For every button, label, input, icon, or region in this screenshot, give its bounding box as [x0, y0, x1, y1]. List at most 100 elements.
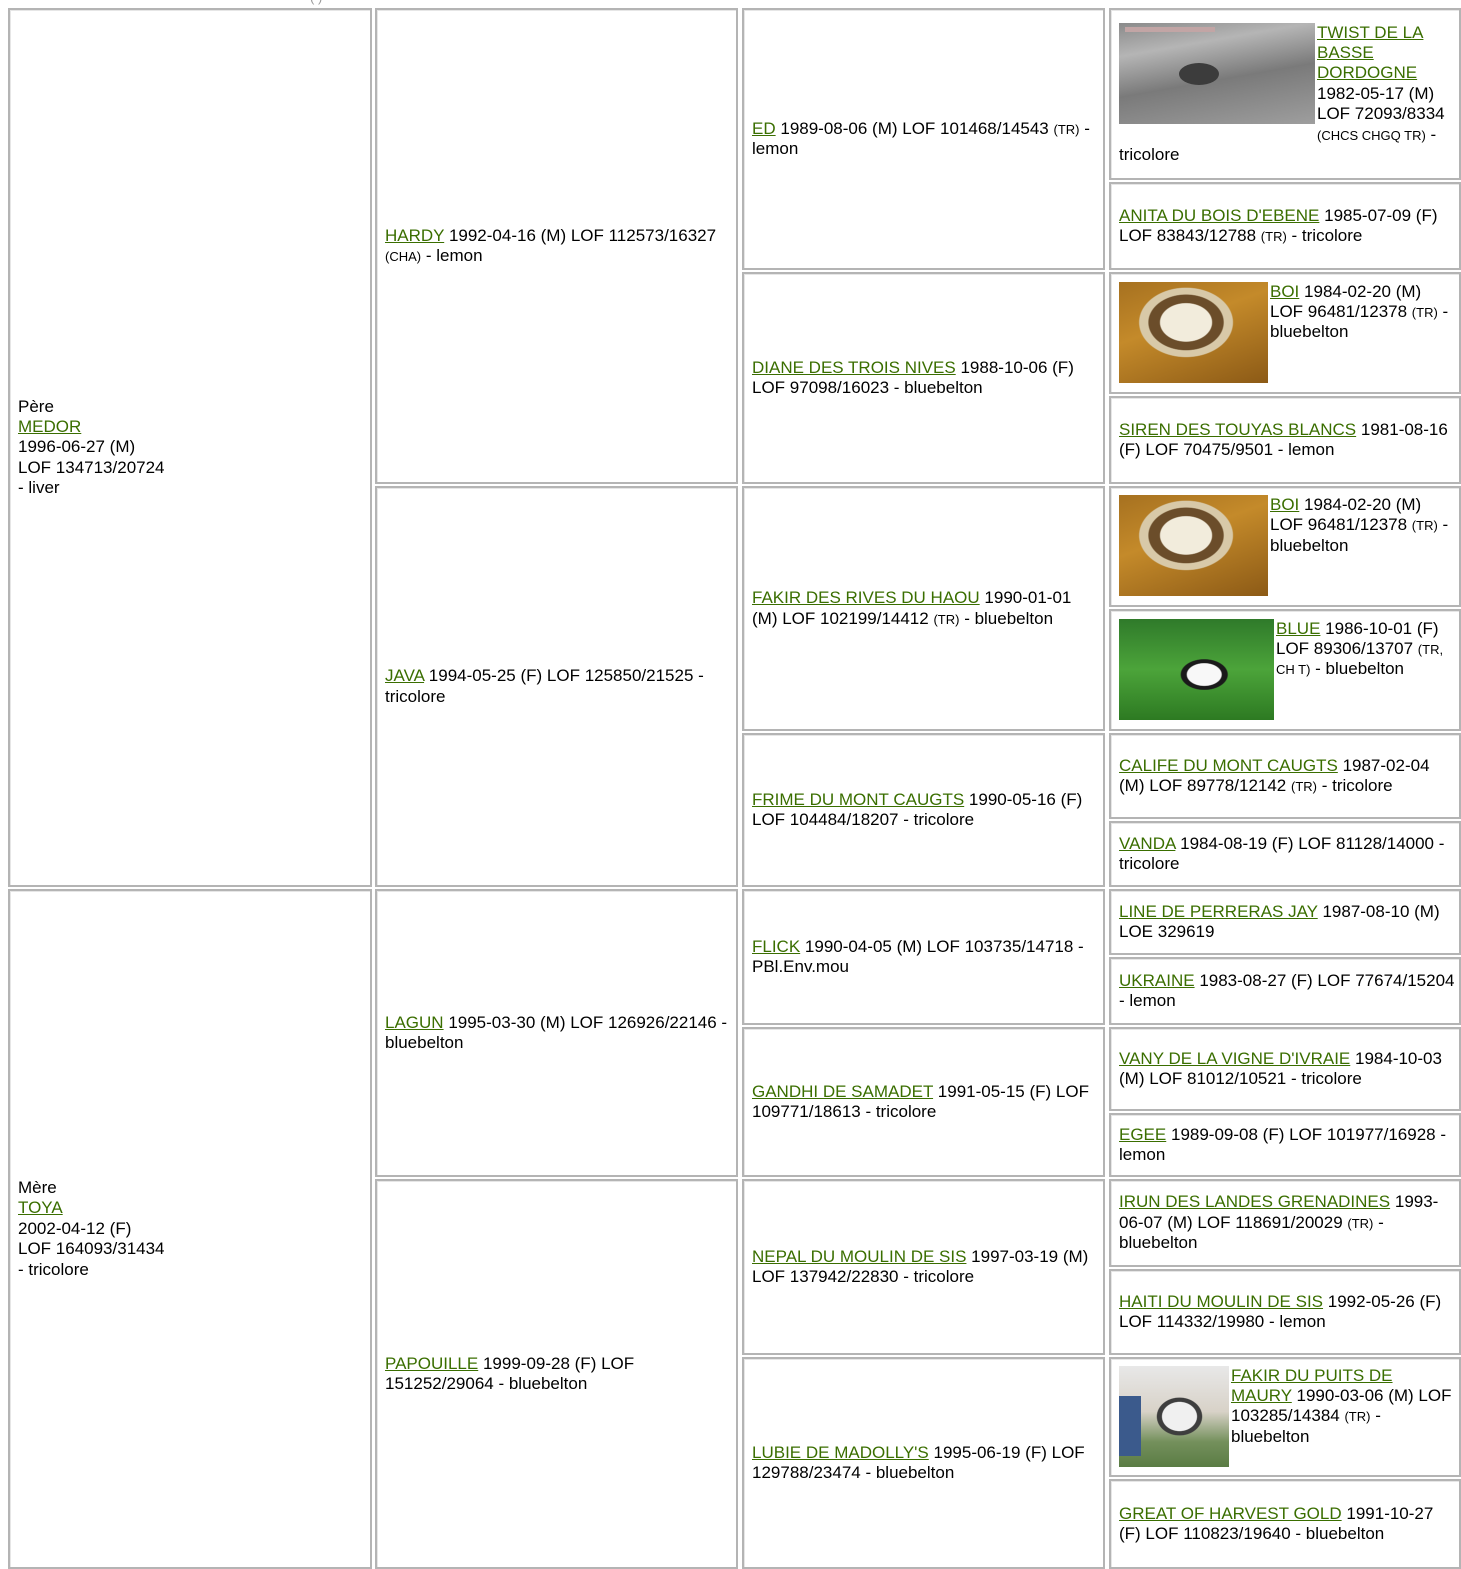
- dog-info: 1981-08-16 (F) LOF 70475/9501 - lemon: [1119, 419, 1448, 459]
- dog-link[interactable]: JAVA: [385, 666, 425, 686]
- dam-link[interactable]: TOYA: [18, 1198, 63, 1218]
- dog-info: 1993-06-07 (M) LOF 118691/20029: [1119, 1192, 1439, 1232]
- gen4-cell: TWIST DE LA BASSE DORDOGNE 1982-05-17 (M…: [1109, 8, 1461, 180]
- dog-photo[interactable]: [1119, 1365, 1229, 1467]
- dog-titles: (TR): [1411, 518, 1438, 534]
- dog-info: 1990-04-05 (M) LOF 103735/14718 - PBl.En…: [752, 936, 1084, 976]
- dog-link[interactable]: PAPOUILLE: [385, 1353, 479, 1373]
- dog-titles: (TR, CH T): [1276, 641, 1444, 678]
- dog-link[interactable]: ANITA DU BOIS D'EBENE: [1119, 205, 1320, 225]
- gen4-cell: UKRAINE 1983-08-27 (F) LOF 77674/15204 -…: [1109, 957, 1461, 1025]
- dog-info: 1997-03-19 (M) LOF 137942/22830 - tricol…: [752, 1246, 1089, 1286]
- dog-titles: (TR): [1411, 304, 1438, 320]
- gen3-cell: LUBIE DE MADOLLY'S 1995-06-19 (F) LOF 12…: [742, 1357, 1105, 1569]
- dog-info: 1989-08-06 (M) LOF 101468/14543: [780, 118, 1049, 138]
- gen4-cell: IRUN DES LANDES GRENADINES 1993-06-07 (M…: [1109, 1179, 1461, 1267]
- sire-cell: Père MEDOR 1996-06-27 (M) LOF 134713/207…: [8, 8, 372, 887]
- dog-info: 1984-02-20 (M) LOF 96481/12378: [1270, 495, 1422, 535]
- sire-link[interactable]: MEDOR: [18, 416, 82, 436]
- dam-date: 2002-04-12 (F): [18, 1218, 132, 1238]
- gen4-cell: ANITA DU BOIS D'EBENE 1985-07-09 (F) LOF…: [1109, 182, 1461, 270]
- gen2-cell: LAGUN 1995-03-30 (M) LOF 126926/22146 - …: [375, 889, 738, 1177]
- dog-info: 1995-06-19 (F) LOF 129788/23474 - bluebe…: [752, 1442, 1085, 1482]
- dog-link[interactable]: TWIST DE LA BASSE DORDOGNE: [1317, 22, 1424, 83]
- dog-link[interactable]: LUBIE DE MADOLLY'S: [752, 1442, 929, 1462]
- dog-color: - bluebelton: [1270, 301, 1449, 342]
- dog-link[interactable]: IRUN DES LANDES GRENADINES: [1119, 1192, 1391, 1212]
- dog-color: - bluebelton: [1270, 515, 1449, 555]
- gen4-cell: SIREN DES TOUYAS BLANCS 1981-08-16 (F) L…: [1109, 396, 1461, 484]
- dog-titles: (TR): [1260, 229, 1287, 244]
- dog-info: 1994-05-25 (F) LOF 125850/21525 - tricol…: [385, 666, 704, 706]
- dog-photo[interactable]: [1119, 495, 1268, 596]
- dog-color: - bluebelton: [1315, 659, 1405, 679]
- dog-info: 1984-08-19 (F) LOF 81128/14000 - tricolo…: [1119, 833, 1445, 873]
- dog-info: 1987-02-04 (M) LOF 89778/12142: [1119, 755, 1430, 795]
- dog-photo[interactable]: [1119, 618, 1274, 720]
- gen4-cell: BLUE 1986-10-01 (F) LOF 89306/13707 (TR,…: [1109, 609, 1461, 731]
- dog-link[interactable]: GREAT OF HARVEST GOLD: [1119, 1503, 1342, 1523]
- dog-color: - bluebelton: [964, 608, 1054, 628]
- dog-titles: (CHCS CHGQ TR): [1317, 127, 1426, 143]
- dog-info: 1983-08-27 (F) LOF 77674/15204 - lemon: [1119, 970, 1455, 1010]
- dog-photo[interactable]: [1119, 22, 1315, 124]
- dog-color: - tricolore: [1321, 776, 1393, 795]
- dog-info: 1984-02-20 (M) LOF 96481/12378: [1270, 281, 1422, 321]
- gen3-cell: FLICK 1990-04-05 (M) LOF 103735/14718 - …: [742, 889, 1105, 1025]
- dog-link[interactable]: CALIFE DU MONT CAUGTS: [1119, 755, 1338, 775]
- dog-link[interactable]: HARDY: [385, 225, 445, 245]
- dog-info: 1982-05-17 (M) LOF 72093/8334: [1317, 83, 1445, 124]
- dog-info: 1991-10-27 (F) LOF 110823/19640 - bluebe…: [1119, 1503, 1434, 1543]
- dog-link[interactable]: NEPAL DU MOULIN DE SIS: [752, 1246, 967, 1266]
- dog-photo[interactable]: [1119, 281, 1268, 383]
- gen4-cell: CALIFE DU MONT CAUGTS 1987-02-04 (M) LOF…: [1109, 733, 1461, 819]
- dam-reg: LOF 164093/31434: [18, 1239, 165, 1259]
- dog-link[interactable]: FAKIR DU PUITS DE MAURY: [1231, 1365, 1393, 1405]
- dog-link[interactable]: VANY DE LA VIGNE D'IVRAIE: [1119, 1048, 1351, 1068]
- dog-link[interactable]: EGEE: [1119, 1124, 1167, 1144]
- dog-info: 1989-09-08 (F) LOF 101977/16928 - lemon: [1119, 1124, 1446, 1164]
- dog-link[interactable]: BOI: [1270, 495, 1300, 514]
- dog-link[interactable]: LAGUN: [385, 1012, 444, 1032]
- gen3-cell: FRIME DU MONT CAUGTS 1990-05-16 (F) LOF …: [742, 733, 1105, 887]
- dog-link[interactable]: HAITI DU MOULIN DE SIS: [1119, 1291, 1324, 1311]
- dog-info: 1984-10-03 (M) LOF 81012/10521 - tricolo…: [1119, 1048, 1442, 1088]
- dog-link[interactable]: ED: [752, 118, 776, 138]
- dog-info: 1995-03-30 (M) LOF 126926/22146 - bluebe…: [385, 1012, 728, 1052]
- dog-link[interactable]: FLICK: [752, 936, 801, 956]
- sire-color: - liver: [18, 478, 60, 498]
- gen4-cell: FAKIR DU PUITS DE MAURY 1990-03-06 (M) L…: [1109, 1357, 1461, 1477]
- gen4-cell: VANDA 1984-08-19 (F) LOF 81128/14000 - t…: [1109, 821, 1461, 887]
- gen2-cell: HARDY 1992-04-16 (M) LOF 112573/16327 (C…: [375, 8, 738, 484]
- dog-link[interactable]: BLUE: [1276, 618, 1321, 638]
- dog-titles: (TR): [933, 611, 960, 627]
- dog-link[interactable]: DIANE DES TROIS NIVES: [752, 357, 956, 377]
- dog-info: 1999-09-28 (F) LOF 151252/29064 - bluebe…: [385, 1353, 635, 1393]
- dam-role: Mère: [18, 1178, 57, 1198]
- dam-color: - tricolore: [18, 1259, 89, 1279]
- gen3-cell: NEPAL DU MOULIN DE SIS 1997-03-19 (M) LO…: [742, 1179, 1105, 1355]
- sire-role: Père: [18, 396, 54, 416]
- dam-cell: Mère TOYA 2002-04-12 (F) LOF 164093/3143…: [8, 889, 372, 1569]
- gen2-cell: JAVA 1994-05-25 (F) LOF 125850/21525 - t…: [375, 486, 738, 887]
- dog-info: 1985-07-09 (F) LOF 83843/12788: [1119, 205, 1438, 245]
- dog-info: 1988-10-06 (F) LOF 97098/16023 - bluebel…: [752, 357, 1074, 397]
- dog-info: 1992-05-26 (F) LOF 114332/19980 - lemon: [1119, 1291, 1442, 1331]
- gen3-cell: ED 1989-08-06 (M) LOF 101468/14543 (TR) …: [742, 8, 1105, 270]
- dog-link[interactable]: LINE DE PERRERAS JAY: [1119, 901, 1318, 921]
- dog-color: - lemon: [752, 118, 1090, 158]
- dog-link[interactable]: FRIME DU MONT CAUGTS: [752, 789, 965, 809]
- dog-link[interactable]: BOI: [1270, 281, 1300, 301]
- sire-date: 1996-06-27 (M): [18, 437, 136, 457]
- dog-info: 1990-05-16 (F) LOF 104484/18207 - tricol…: [752, 789, 1083, 829]
- gen4-cell: VANY DE LA VIGNE D'IVRAIE 1984-10-03 (M)…: [1109, 1027, 1461, 1111]
- dog-link[interactable]: GANDHI DE SAMADET: [752, 1081, 934, 1101]
- dog-link[interactable]: FAKIR DES RIVES DU HAOU: [752, 588, 980, 608]
- dog-color: - bluebelton: [1231, 1406, 1381, 1446]
- dog-link[interactable]: SIREN DES TOUYAS BLANCS: [1119, 419, 1357, 439]
- dog-link[interactable]: VANDA: [1119, 833, 1176, 853]
- gen4-cell: HAITI DU MOULIN DE SIS 1992-05-26 (F) LO…: [1109, 1269, 1461, 1355]
- gen3-cell: FAKIR DES RIVES DU HAOU 1990-01-01 (M) L…: [742, 486, 1105, 731]
- sire-reg: LOF 134713/20724: [18, 457, 165, 477]
- dog-link[interactable]: UKRAINE: [1119, 970, 1195, 990]
